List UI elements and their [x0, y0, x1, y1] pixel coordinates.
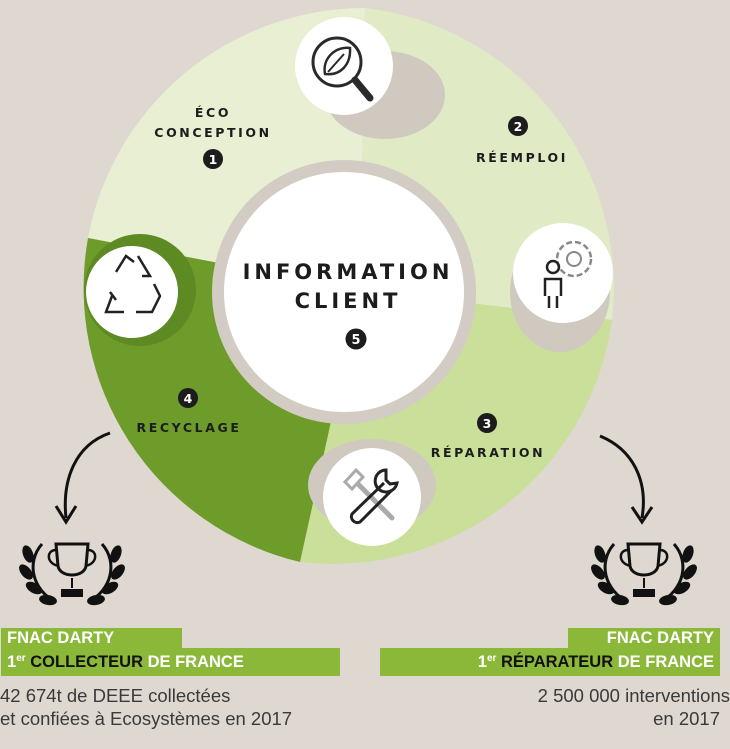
left-award-desc-line1: 42 674t de DEEE collectées [0, 685, 231, 706]
left-award-role: COLLECTEUR [30, 653, 143, 671]
center-hub [224, 172, 464, 412]
right-award-rank-number: 1 [477, 653, 487, 671]
step-1-number: 1 [209, 152, 218, 167]
arrow-right-icon [599, 434, 654, 525]
trophy-laurel-icon [19, 542, 125, 606]
step-3-label: RÉPARATION [431, 445, 545, 460]
left-award-rank-suffix: er [16, 653, 26, 664]
right-award-desc-line2: en 2017 [653, 708, 720, 729]
right-award-desc-line1: 2 500 000 interventions [537, 685, 730, 706]
right-award-role: RÉPARATEUR [501, 653, 614, 671]
left-award-rank-number: 1 [7, 653, 17, 671]
recycle-icon [86, 246, 178, 338]
left-award-country: DE FRANCE [147, 653, 244, 671]
step-4-number: 4 [184, 391, 193, 406]
left-award-brand: FNAC DARTY [7, 629, 115, 647]
step-1-label-line1: ÉCO [195, 105, 231, 120]
step-2-number: 2 [514, 119, 523, 134]
left-award-desc-line2: et confiées à Ecosystèmes en 2017 [0, 708, 293, 729]
person-gear-icon [513, 223, 613, 323]
hammer-wrench-icon [323, 448, 421, 546]
right-award-country: DE FRANCE [617, 653, 714, 671]
center-title-line1: INFORMATION [243, 260, 454, 284]
step-2-label: RÉEMPLOI [476, 150, 568, 165]
step-4-label: RECYCLAGE [137, 420, 242, 435]
step-number-badge [203, 149, 223, 169]
step-number-badge [178, 388, 198, 408]
leaf-magnifier-icon [295, 17, 393, 115]
step-number-badge [345, 328, 367, 350]
trophy-laurel-icon [591, 542, 697, 606]
step-number-badge [477, 413, 497, 433]
step-1-label-line2: CONCEPTION [154, 125, 271, 140]
left-award-title: FNAC DARTY [1, 628, 182, 648]
left-award-rank: 1er COLLECTEUR DE FRANCE [1, 648, 340, 676]
right-award-rank: 1er RÉPARATEUR DE FRANCE [380, 648, 720, 676]
center-number: 5 [351, 333, 360, 348]
step-3-number: 3 [483, 416, 492, 431]
step-number-badge [508, 116, 528, 136]
right-award-title: FNAC DARTY [568, 628, 720, 648]
center-title-line2: CLIENT [295, 289, 402, 313]
right-award-brand: FNAC DARTY [606, 629, 714, 647]
arrow-left-icon [54, 431, 111, 525]
right-award-rank-suffix: er [486, 653, 497, 664]
